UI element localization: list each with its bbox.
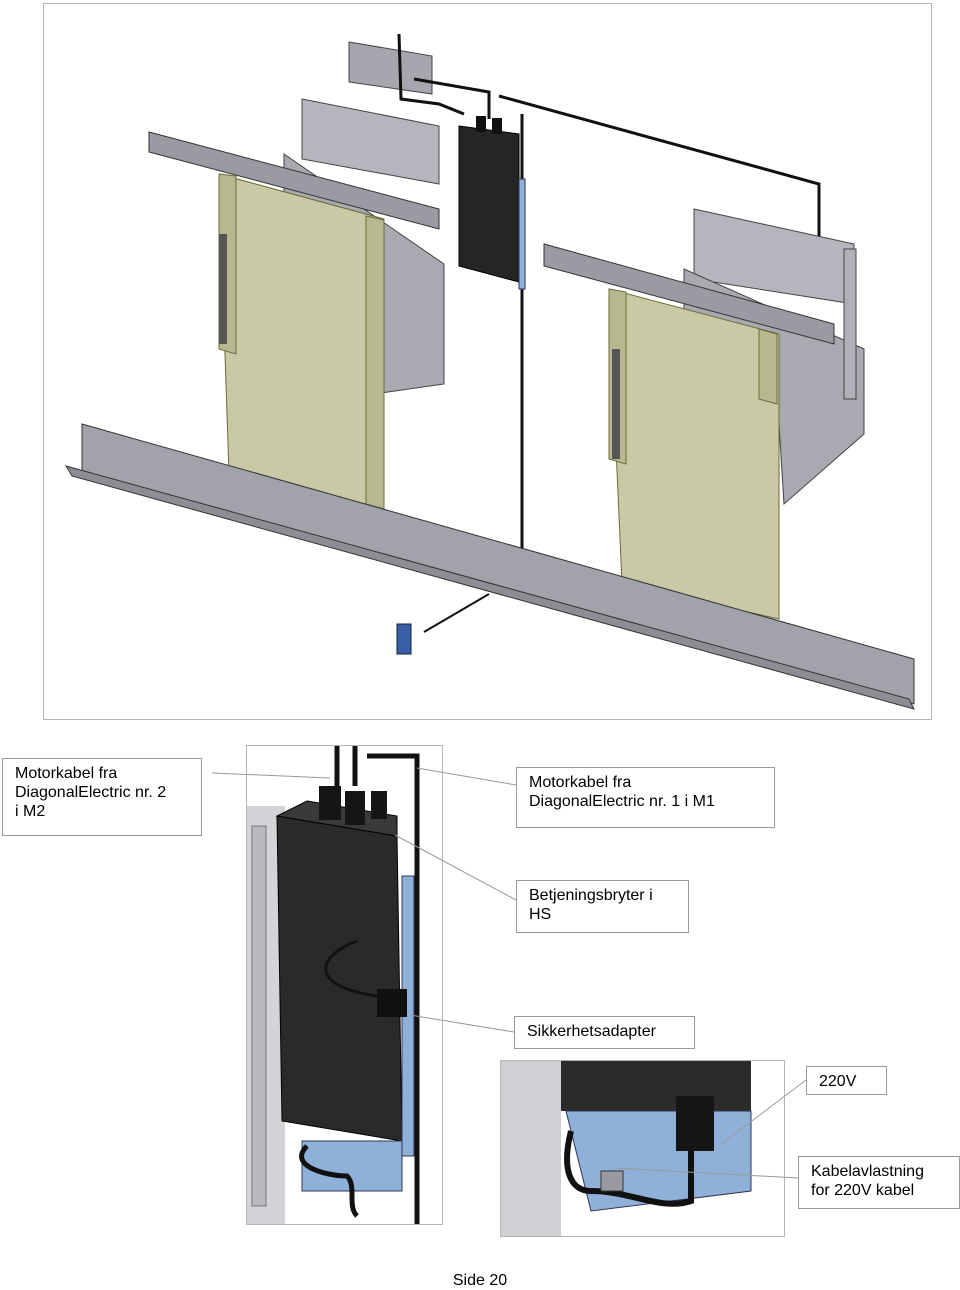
label-operating-switch: Betjeningsbryter i HS: [516, 880, 689, 933]
label-safety-adapter: Sikkerhetsadapter: [514, 1016, 695, 1049]
label-motor-cable-m2: Motorkabel fra DiagonalElectric nr. 2 i …: [2, 758, 202, 836]
control-unit-illustration: [247, 746, 420, 1224]
label-strain-relief: Kabelavlastning for 220V kabel: [798, 1156, 960, 1209]
page-number: Side 20: [452, 1272, 508, 1289]
control-unit-closeup: [246, 745, 443, 1225]
label-220v: 220V: [806, 1066, 887, 1095]
overview-drawing: [43, 3, 932, 720]
label-motor-cable-m1: Motorkabel fra DiagonalElectric nr. 1 i …: [516, 767, 775, 828]
power-connection-illustration: [501, 1061, 752, 1236]
power-connection-closeup: [500, 1060, 785, 1237]
rack-assembly-illustration: [64, 33, 915, 710]
